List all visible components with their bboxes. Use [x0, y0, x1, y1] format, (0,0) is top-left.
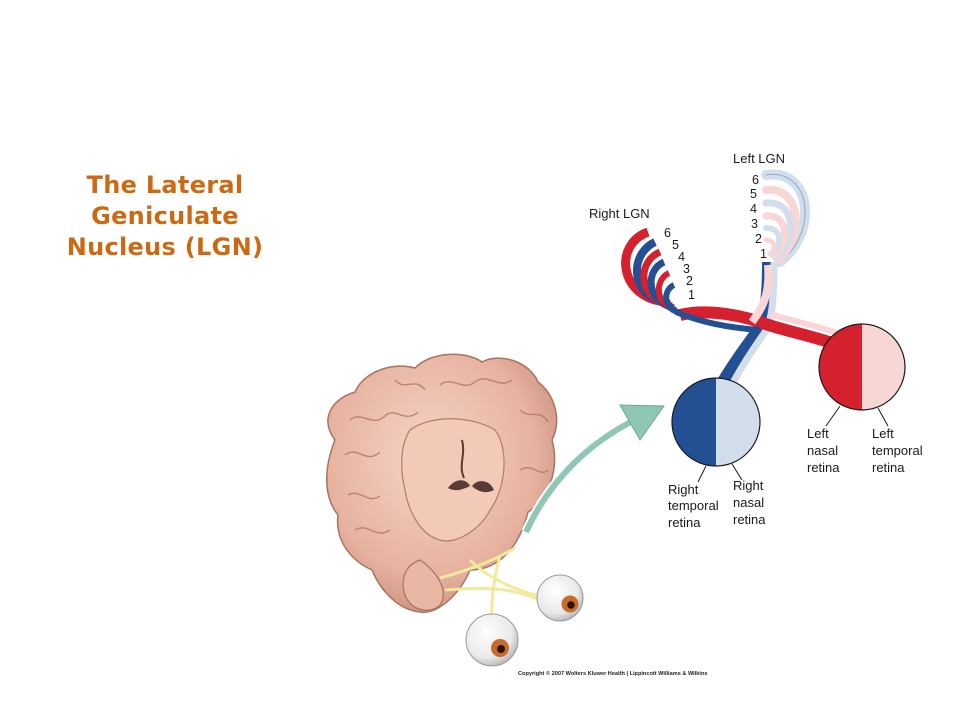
svg-text:Left: Left — [872, 426, 894, 441]
right-retina-circle — [671, 377, 761, 467]
left-temporal-retina-label: Left temporal retina — [872, 426, 923, 475]
svg-text:retina: retina — [807, 460, 840, 475]
lateral-ventricle-right — [472, 481, 494, 493]
right-lgn-label: Right LGN — [589, 206, 650, 221]
left-lgn-number-2: 2 — [755, 232, 762, 246]
brain-central-slice — [401, 418, 505, 542]
right-lgn — [621, 227, 680, 315]
right-lgn-number-5: 5 — [672, 238, 679, 252]
copyright-notice: Copyright © 2007 Wolters Kluwer Health |… — [518, 670, 707, 677]
right-lgn-number-2: 2 — [686, 274, 693, 288]
svg-text:temporal: temporal — [668, 498, 719, 513]
left-retina-circle — [818, 323, 906, 411]
right-lgn-number-4: 4 — [678, 250, 685, 264]
left-nasal-retina-label: Left nasal retina — [807, 426, 840, 475]
right-lgn-number-1: 1 — [688, 288, 695, 302]
left-lgn-number-1: 1 — [760, 247, 767, 261]
slide-title: The Lateral Geniculate Nucleus (LGN) — [40, 170, 290, 263]
left-lgn-number-4: 4 — [750, 202, 757, 216]
leader-lines — [697, 405, 889, 483]
left-lgn-layer-1 — [763, 237, 777, 257]
left-lgn-number-3: 3 — [751, 217, 758, 231]
svg-text:retina: retina — [668, 515, 701, 530]
zoom-arrow — [521, 404, 665, 535]
svg-text:nasal: nasal — [807, 443, 838, 458]
right-eye — [465, 613, 519, 667]
left-lgn — [761, 169, 811, 267]
right-nasal-retina-label: Right nasal retina — [733, 478, 766, 527]
lateral-ventricle-left — [448, 480, 470, 491]
svg-text:nasal: nasal — [733, 495, 764, 510]
right-lgn-layer-1 — [663, 282, 680, 315]
svg-text:retina: retina — [733, 512, 766, 527]
left-lgn-number-6: 6 — [752, 173, 759, 187]
lgn-pathways — [674, 261, 843, 394]
right-lgn-number-3: 3 — [683, 262, 690, 276]
title-line-3: Nucleus (LGN) — [66, 233, 264, 261]
svg-text:Right: Right — [733, 478, 764, 493]
title-line-1: The Lateral — [86, 171, 244, 199]
title-line-2: Geniculate — [91, 202, 239, 230]
left-eye — [536, 574, 584, 622]
right-temporal-retina-label: Right temporal retina — [668, 482, 719, 530]
right-lgn-number-6: 6 — [664, 226, 671, 240]
temporal-lobe — [402, 559, 444, 611]
brain-gyri — [344, 378, 549, 534]
left-lgn-number-5: 5 — [750, 187, 757, 201]
svg-text:Right: Right — [668, 482, 699, 497]
brain-illustration — [326, 353, 558, 613]
midline-fissure — [460, 439, 465, 479]
svg-text:temporal: temporal — [872, 443, 923, 458]
svg-text:Left: Left — [807, 426, 829, 441]
svg-text:retina: retina — [872, 460, 905, 475]
left-lgn-label: Left LGN — [733, 151, 785, 166]
